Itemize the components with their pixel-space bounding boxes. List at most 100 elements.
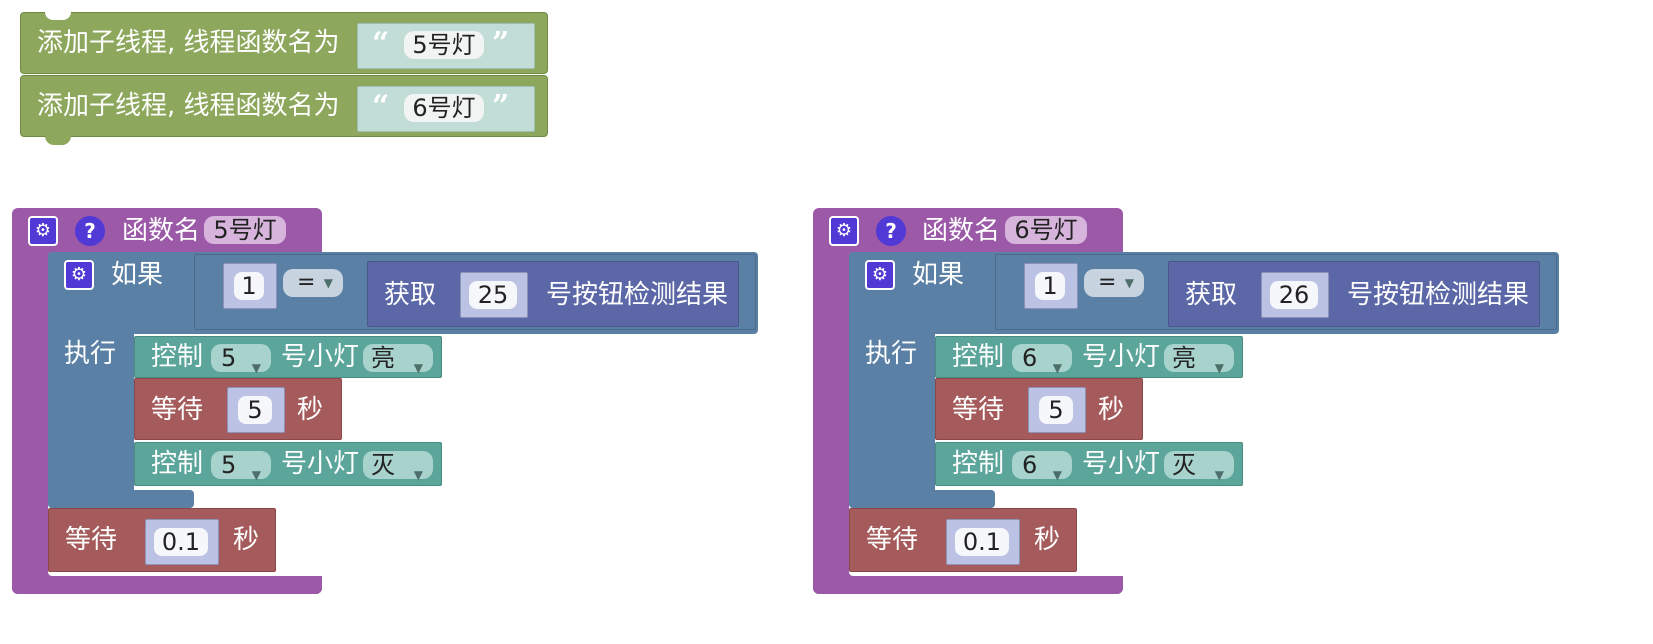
- wait-value-slot[interactable]: 0.1: [946, 519, 1020, 565]
- dropdown-arrow-icon: ▼: [1052, 468, 1062, 482]
- light-number-dropdown[interactable]: 5 ▼: [211, 344, 271, 375]
- button-result-label: 号按钮检测结果: [546, 280, 729, 310]
- light-state-dropdown[interactable]: 灭 ▼: [363, 451, 433, 482]
- function-footer: [12, 576, 322, 594]
- light-state-dropdown[interactable]: 亮 ▼: [363, 344, 433, 375]
- add-thread-label: 添加子线程, 线程函数名为: [37, 91, 340, 121]
- block-notch: [45, 12, 71, 20]
- dropdown-arrow-icon: ▼: [1214, 361, 1224, 375]
- wait-block[interactable]: 等待 0.1 秒: [48, 508, 276, 572]
- left-operand-slot[interactable]: 1: [1024, 263, 1078, 309]
- wait-label: 等待: [952, 395, 1005, 425]
- close-quote-icon: ”: [492, 26, 510, 61]
- function-name-field[interactable]: 6号灯: [1005, 216, 1087, 244]
- wait-block[interactable]: 等待 0.1 秒: [849, 508, 1077, 572]
- wait-value-slot[interactable]: 0.1: [145, 519, 219, 565]
- dropdown-arrow-icon: ▼: [251, 468, 261, 482]
- if-block-left-rail: [48, 252, 134, 508]
- thread-func-name-field[interactable]: 6号灯: [404, 94, 484, 122]
- wait-block[interactable]: 等待 5 秒: [935, 378, 1143, 440]
- operator-value: =: [297, 270, 316, 295]
- light-state-value: 亮: [371, 344, 395, 372]
- button-number-slot[interactable]: 26: [1261, 272, 1329, 318]
- control-label: 控制: [151, 342, 204, 372]
- light-label: 号小灯: [281, 342, 360, 372]
- string-input-slot[interactable]: “ 6号灯 ”: [357, 86, 535, 132]
- compare-block[interactable]: 1 = ▼ 获取 25 号按钮检测结果: [194, 254, 756, 330]
- control-label: 控制: [952, 449, 1005, 479]
- control-light-block[interactable]: 控制 6 ▼ 号小灯 灭 ▼: [935, 442, 1243, 486]
- add-thread-label: 添加子线程, 线程函数名为: [37, 28, 340, 58]
- wait-unit-label: 秒: [297, 395, 324, 425]
- block-tab: [45, 136, 71, 145]
- if-block-bottom: [849, 490, 995, 508]
- light-number-value: 6: [1022, 344, 1038, 372]
- if-label: 如果: [111, 260, 164, 290]
- wait-value-slot[interactable]: 5: [1028, 387, 1086, 433]
- gear-icon[interactable]: ⚙: [64, 260, 94, 290]
- button-number-slot[interactable]: 25: [460, 272, 528, 318]
- string-input-slot[interactable]: “ 5号灯 ”: [357, 23, 535, 69]
- light-number-value: 5: [221, 344, 237, 372]
- light-state-value: 亮: [1172, 344, 1196, 372]
- dropdown-arrow-icon: ▼: [1214, 468, 1224, 482]
- add-thread-block-2[interactable]: 添加子线程, 线程函数名为 “ 6号灯 ”: [20, 75, 548, 145]
- dropdown-arrow-icon: ▼: [251, 361, 261, 375]
- dropdown-arrow-icon: ▼: [413, 468, 423, 482]
- light-label: 号小灯: [281, 449, 360, 479]
- help-icon[interactable]: ?: [75, 216, 105, 246]
- button-number-field[interactable]: 26: [1270, 281, 1318, 309]
- operator-dropdown[interactable]: = ▼: [1084, 269, 1144, 297]
- wait-value-field[interactable]: 0.1: [154, 528, 208, 556]
- light-number-dropdown[interactable]: 6 ▼: [1012, 344, 1072, 375]
- do-label: 执行: [865, 339, 918, 369]
- wait-value-slot[interactable]: 5: [227, 387, 285, 433]
- wait-label: 等待: [151, 395, 204, 425]
- control-light-block[interactable]: 控制 5 ▼ 号小灯 灭 ▼: [134, 442, 442, 486]
- gear-icon[interactable]: ⚙: [829, 216, 859, 246]
- control-light-block[interactable]: 控制 6 ▼ 号小灯 亮 ▼: [935, 336, 1243, 378]
- wait-block[interactable]: 等待 5 秒: [134, 378, 342, 440]
- if-block-left-rail: [849, 252, 935, 508]
- get-button-result-block[interactable]: 获取 26 号按钮检测结果: [1168, 261, 1540, 327]
- if-label: 如果: [912, 260, 965, 290]
- control-light-block[interactable]: 控制 5 ▼ 号小灯 亮 ▼: [134, 336, 442, 378]
- get-label: 获取: [1185, 280, 1238, 310]
- gear-icon[interactable]: ⚙: [865, 260, 895, 290]
- function-header-label: 函数名: [122, 216, 201, 246]
- wait-label: 等待: [866, 525, 919, 555]
- dropdown-arrow-icon: ▼: [1052, 361, 1062, 375]
- wait-value-field[interactable]: 0.1: [955, 528, 1009, 556]
- wait-unit-label: 秒: [1098, 395, 1125, 425]
- dropdown-arrow-icon: ▼: [413, 361, 423, 375]
- light-state-value: 灭: [1172, 451, 1196, 479]
- thread-func-name-field[interactable]: 5号灯: [404, 31, 484, 59]
- left-operand-field[interactable]: 1: [1035, 272, 1065, 300]
- light-state-dropdown[interactable]: 灭 ▼: [1164, 451, 1234, 482]
- operator-value: =: [1098, 270, 1117, 295]
- wait-value-field[interactable]: 5: [1039, 396, 1073, 424]
- wait-value-field[interactable]: 5: [238, 396, 272, 424]
- wait-unit-label: 秒: [233, 525, 260, 555]
- control-label: 控制: [151, 449, 204, 479]
- get-button-result-block[interactable]: 获取 25 号按钮检测结果: [367, 261, 739, 327]
- button-number-field[interactable]: 25: [469, 281, 517, 309]
- function-name-field[interactable]: 5号灯: [204, 216, 286, 244]
- function-footer: [813, 576, 1123, 594]
- add-thread-block-1[interactable]: 添加子线程, 线程函数名为 “ 5号灯 ”: [20, 12, 548, 74]
- light-number-dropdown[interactable]: 6 ▼: [1012, 451, 1072, 482]
- compare-block[interactable]: 1 = ▼ 获取 26 号按钮检测结果: [995, 254, 1557, 330]
- light-state-value: 灭: [371, 451, 395, 479]
- open-quote-icon: “: [372, 26, 390, 61]
- dropdown-arrow-icon: ▼: [323, 276, 333, 290]
- help-icon[interactable]: ?: [876, 216, 906, 246]
- left-operand-field[interactable]: 1: [234, 272, 264, 300]
- wait-unit-label: 秒: [1034, 525, 1061, 555]
- light-number-dropdown[interactable]: 5 ▼: [211, 451, 271, 482]
- light-state-dropdown[interactable]: 亮 ▼: [1164, 344, 1234, 375]
- get-label: 获取: [384, 280, 437, 310]
- gear-icon[interactable]: ⚙: [28, 216, 58, 246]
- left-operand-slot[interactable]: 1: [223, 263, 277, 309]
- light-number-value: 6: [1022, 451, 1038, 479]
- operator-dropdown[interactable]: = ▼: [283, 269, 343, 297]
